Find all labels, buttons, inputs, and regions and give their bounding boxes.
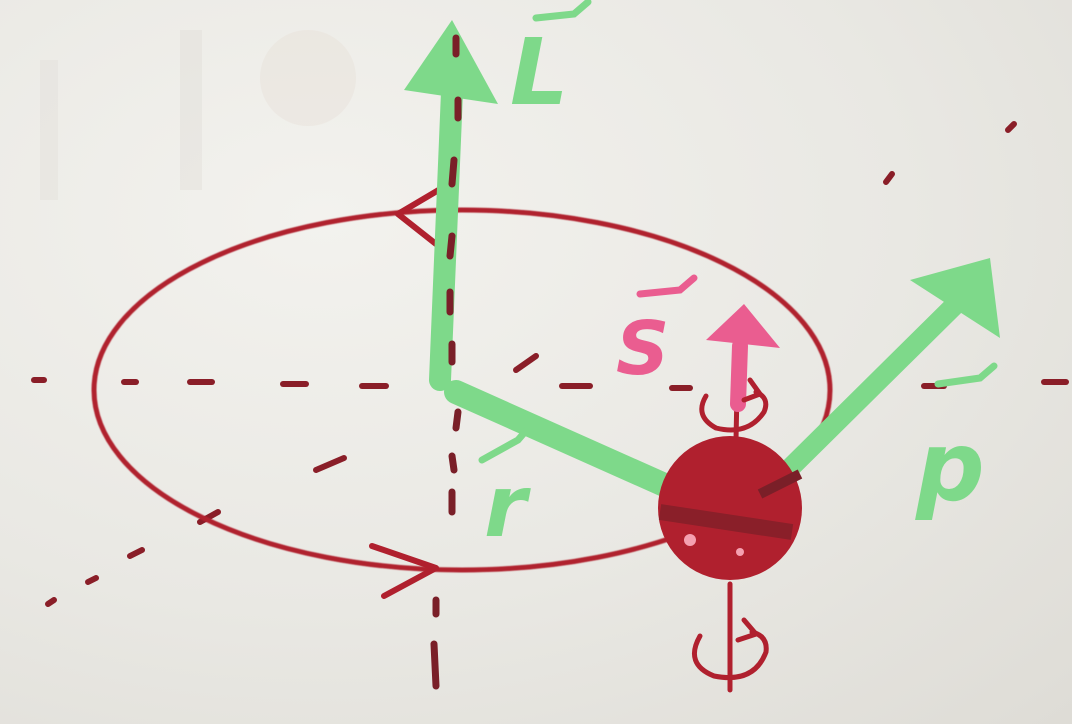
spin-vector — [706, 304, 780, 412]
orbit-ellipse — [91, 207, 833, 573]
diagonal-dashed-axis — [45, 121, 1017, 607]
svg-text:S: S — [616, 306, 669, 392]
angular-momentum-vector — [404, 20, 498, 391]
svg-text:p: p — [915, 411, 985, 523]
label-S: S — [616, 274, 698, 392]
orbit-arrow-icon — [369, 185, 445, 599]
vertical-dashed-axis — [430, 34, 462, 690]
rotation-icon — [691, 377, 769, 681]
label-p: p — [915, 362, 998, 523]
label-r: r — [478, 422, 534, 557]
particle — [658, 436, 803, 580]
label-L: L — [510, 0, 592, 126]
radius-vector — [444, 380, 710, 512]
momentum-vector — [770, 258, 1000, 488]
svg-text:L: L — [510, 19, 569, 126]
svg-text:r: r — [484, 457, 531, 557]
bleed-through-text — [40, 30, 356, 200]
horizontal-dashed-axis — [31, 377, 1069, 391]
